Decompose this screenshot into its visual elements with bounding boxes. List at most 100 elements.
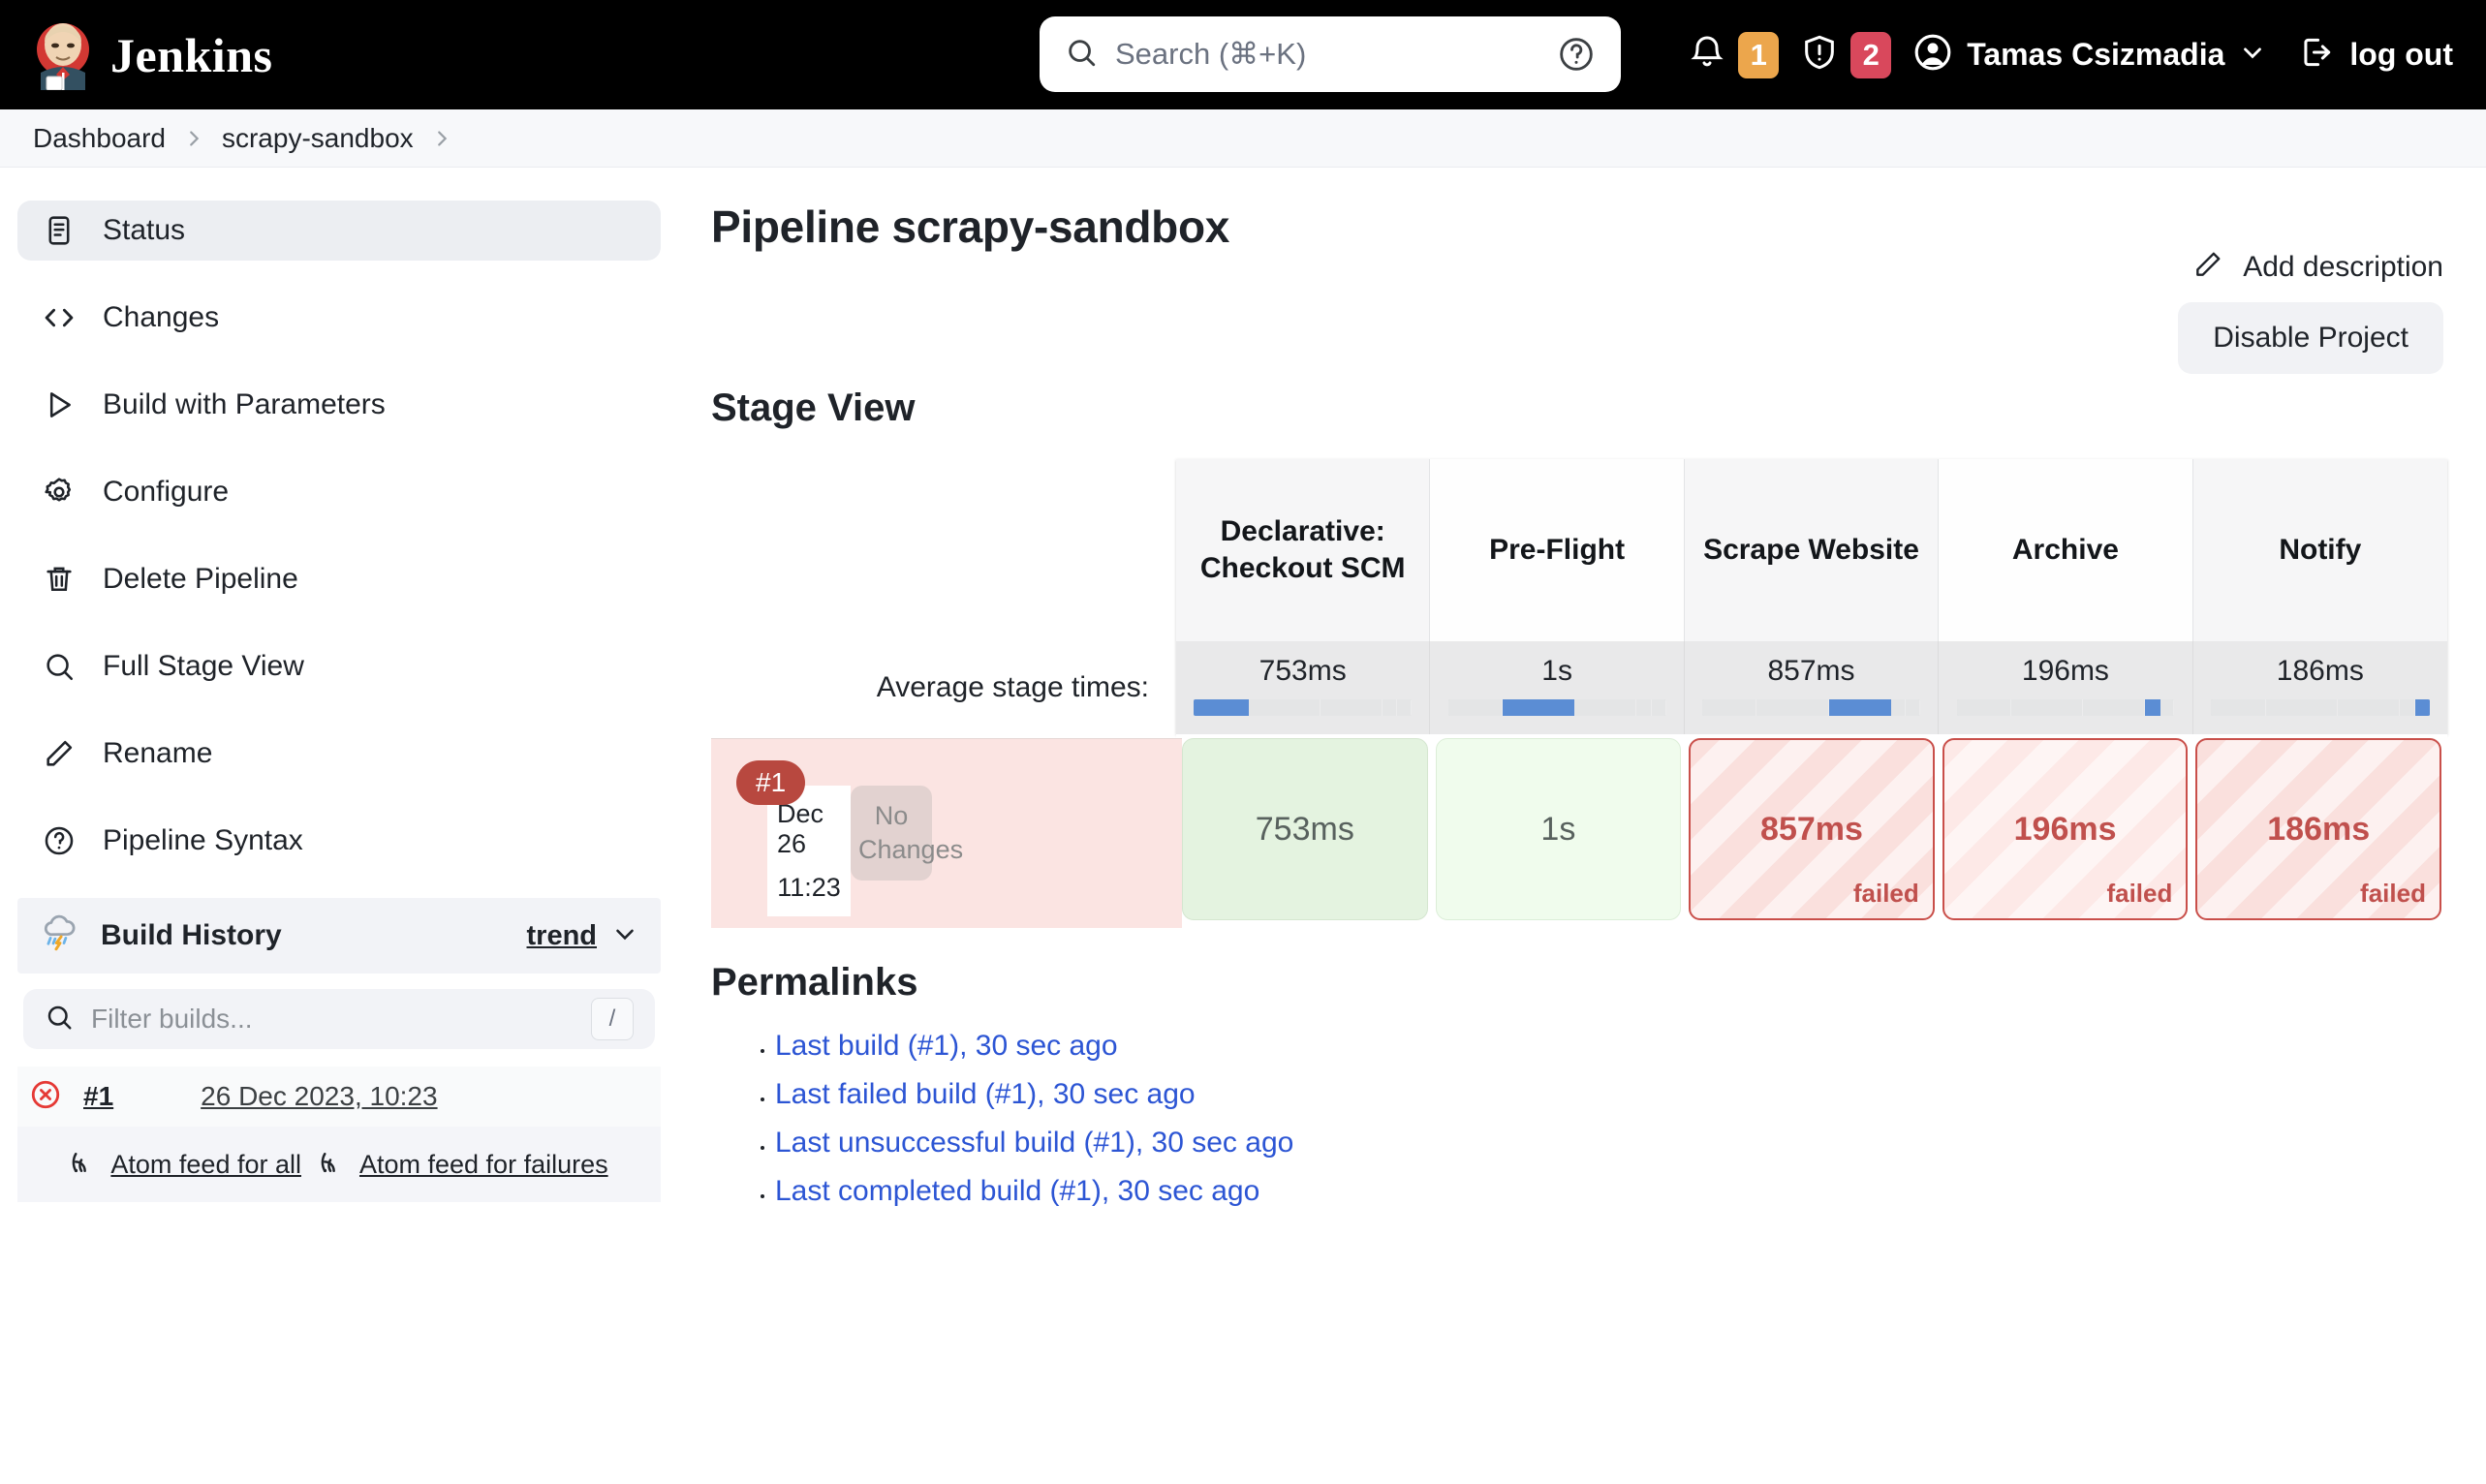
sidebar-item-label: Build with Parameters: [103, 388, 386, 420]
breadcrumb-item-project[interactable]: scrapy-sandbox: [221, 122, 414, 153]
stage-cell-notify[interactable]: 186ms failed: [2195, 738, 2441, 920]
jenkins-butler-icon: [33, 20, 93, 90]
build-date-card[interactable]: Dec 26 11:23: [767, 786, 851, 916]
search-box[interactable]: [1040, 16, 1621, 92]
sidebar-item-label: Pipeline Syntax: [103, 824, 303, 856]
stage-view: Average stage times: #1 Dec 26 11:23 No …: [711, 459, 2448, 928]
permalink-last-unsuccessful-build[interactable]: Last unsuccessful build (#1), 30 sec ago: [775, 1127, 1294, 1159]
sidebar-item-label: Status: [103, 214, 186, 246]
bell-icon[interactable]: [1688, 32, 1726, 77]
stage-header[interactable]: Scrape Website: [1684, 459, 1940, 641]
atom-feed-failures-link[interactable]: Atom feed for failures: [319, 1148, 608, 1182]
stage-column-archive: Archive 196ms: [1939, 459, 2193, 734]
help-icon[interactable]: [1557, 35, 1596, 74]
stage-duration-bar: [1194, 699, 1413, 716]
build-number-link[interactable]: #1: [83, 1081, 114, 1111]
chevron-right-icon-2[interactable]: [431, 128, 452, 149]
permalink-last-build[interactable]: Last build (#1), 30 sec ago: [775, 1030, 1118, 1062]
stage-column-checkout-scm: Declarative: Checkout SCM 753ms: [1176, 459, 1431, 734]
page-title: Pipeline scrapy-sandbox: [711, 201, 1230, 252]
sidebar-item-full-stage-view[interactable]: Full Stage View: [17, 636, 661, 696]
jenkins-logo-link[interactable]: Jenkins: [33, 20, 272, 90]
chevron-down-icon[interactable]: [2238, 38, 2267, 72]
sidebar-item-pipeline-syntax[interactable]: Pipeline Syntax: [17, 811, 661, 871]
page-layout: Status Changes Build with Parameters: [0, 168, 2486, 1483]
stage-average-cell: 186ms: [2192, 641, 2448, 734]
notifications-group[interactable]: 1: [1688, 31, 1780, 78]
stage-cell-archive[interactable]: 196ms failed: [1942, 738, 2189, 920]
permalinks-section: Permalinks Last build (#1), 30 sec ago L…: [711, 961, 2447, 1208]
stage-cell-wrap-checkout-scm: 753ms: [1180, 738, 1430, 920]
permalinks-list: Last build (#1), 30 sec ago Last failed …: [711, 1030, 2447, 1208]
breadcrumb-item-dashboard[interactable]: Dashboard: [33, 122, 166, 153]
build-number-badge[interactable]: #1: [736, 760, 806, 805]
security-group[interactable]: 2: [1800, 31, 1892, 78]
sidebar-item-changes[interactable]: Changes: [17, 288, 661, 348]
atom-feed-all-label: Atom feed for all: [110, 1149, 301, 1179]
permalink-last-completed-build[interactable]: Last completed build (#1), 30 sec ago: [775, 1175, 1260, 1207]
filter-builds-box[interactable]: /: [23, 989, 655, 1049]
code-icon: [41, 299, 78, 336]
list-item: Last build (#1), 30 sec ago: [775, 1030, 2447, 1063]
shield-alert-icon[interactable]: [1800, 32, 1839, 77]
stage-duration-bar: [1956, 699, 2175, 716]
stage-header[interactable]: Archive: [1939, 459, 2193, 641]
stage-column-pre-flight: Pre-Flight 1s: [1430, 459, 1685, 734]
stage-cell-wrap-archive: 196ms failed: [1941, 738, 2191, 920]
permalink-last-failed-build[interactable]: Last failed build (#1), 30 sec ago: [775, 1078, 1196, 1110]
header-actions: 1 2 Tamas Csizmadia: [1688, 31, 2453, 78]
build-history-item[interactable]: #1 26 Dec 2023, 10:23: [17, 1067, 661, 1127]
sidebar-item-label: Rename: [103, 737, 213, 769]
atom-feed-all-link[interactable]: Atom feed for all: [70, 1148, 301, 1182]
add-description-button[interactable]: Add description: [2192, 249, 2443, 285]
atom-feed-failures-label: Atom feed for failures: [358, 1149, 608, 1179]
stage-cell-status: failed: [2360, 879, 2426, 908]
build-date-link[interactable]: 26 Dec 2023, 10:23: [201, 1081, 438, 1111]
sidebar-item-configure[interactable]: Configure: [17, 462, 661, 522]
build-changes-card[interactable]: No Changes: [851, 786, 963, 881]
sidebar-item-status[interactable]: Status: [17, 201, 661, 261]
stage-average-time: 1s: [1541, 655, 1572, 687]
build-date-day: Dec 26: [777, 799, 824, 858]
build-info-cell: #1 Dec 26 11:23 No Changes: [711, 738, 1182, 928]
stage-header[interactable]: Notify: [2192, 459, 2448, 641]
sidebar-item-label: Delete Pipeline: [103, 563, 298, 595]
stage-average-cell: 857ms: [1684, 641, 1940, 734]
play-icon: [41, 386, 78, 423]
stage-cell-duration: 753ms: [1255, 810, 1354, 848]
trend-toggle[interactable]: trend: [527, 919, 640, 953]
sidebar-item-build-with-parameters[interactable]: Build with Parameters: [17, 375, 661, 435]
stage-header[interactable]: Declarative: Checkout SCM: [1176, 459, 1431, 641]
pencil-icon: [41, 735, 78, 772]
filter-builds-input[interactable]: [91, 1004, 574, 1035]
notifications-badge[interactable]: 1: [1738, 31, 1780, 78]
stage-cell-duration: 196ms: [2013, 810, 2117, 848]
stage-view-build-row: 753ms 1s 857ms failed: [711, 734, 2447, 924]
stage-column-notify: Notify 186ms: [2192, 459, 2448, 734]
stage-cell-checkout-scm[interactable]: 753ms: [1182, 738, 1428, 920]
security-badge[interactable]: 2: [1850, 31, 1892, 78]
stage-cell-pre-flight[interactable]: 1s: [1435, 738, 1682, 920]
sidebar-item-delete-pipeline[interactable]: Delete Pipeline: [17, 549, 661, 609]
sidebar-item-rename[interactable]: Rename: [17, 724, 661, 784]
document-icon: [41, 212, 78, 249]
add-description-label: Add description: [2243, 250, 2443, 283]
user-menu[interactable]: Tamas Csizmadia: [1912, 32, 2267, 77]
stage-cell-scrape-website[interactable]: 857ms failed: [1689, 738, 1935, 920]
search-icon: [45, 1003, 74, 1036]
sidebar-item-label: Full Stage View: [103, 650, 304, 682]
stage-view-title: Stage View: [711, 386, 916, 429]
list-item: Last unsuccessful build (#1), 30 sec ago: [775, 1127, 2447, 1159]
logout-label: log out: [2349, 37, 2453, 72]
build-history-title: Build History: [101, 919, 282, 951]
disable-project-button[interactable]: Disable Project: [2178, 302, 2443, 374]
search-icon: [41, 648, 78, 685]
search-input[interactable]: [1115, 37, 1539, 72]
stage-view-grid: Declarative: Checkout SCM 753ms Pre-Flig…: [711, 459, 2448, 734]
stage-columns: Declarative: Checkout SCM 753ms Pre-Flig…: [1176, 459, 2448, 734]
atom-feeds: Atom feed for all Atom feed for failures: [17, 1127, 661, 1202]
stage-average-time: 196ms: [2021, 655, 2109, 687]
stage-header[interactable]: Pre-Flight: [1430, 459, 1685, 641]
logout-button[interactable]: log out: [2298, 34, 2453, 76]
stage-cell-duration: 857ms: [1760, 810, 1863, 848]
